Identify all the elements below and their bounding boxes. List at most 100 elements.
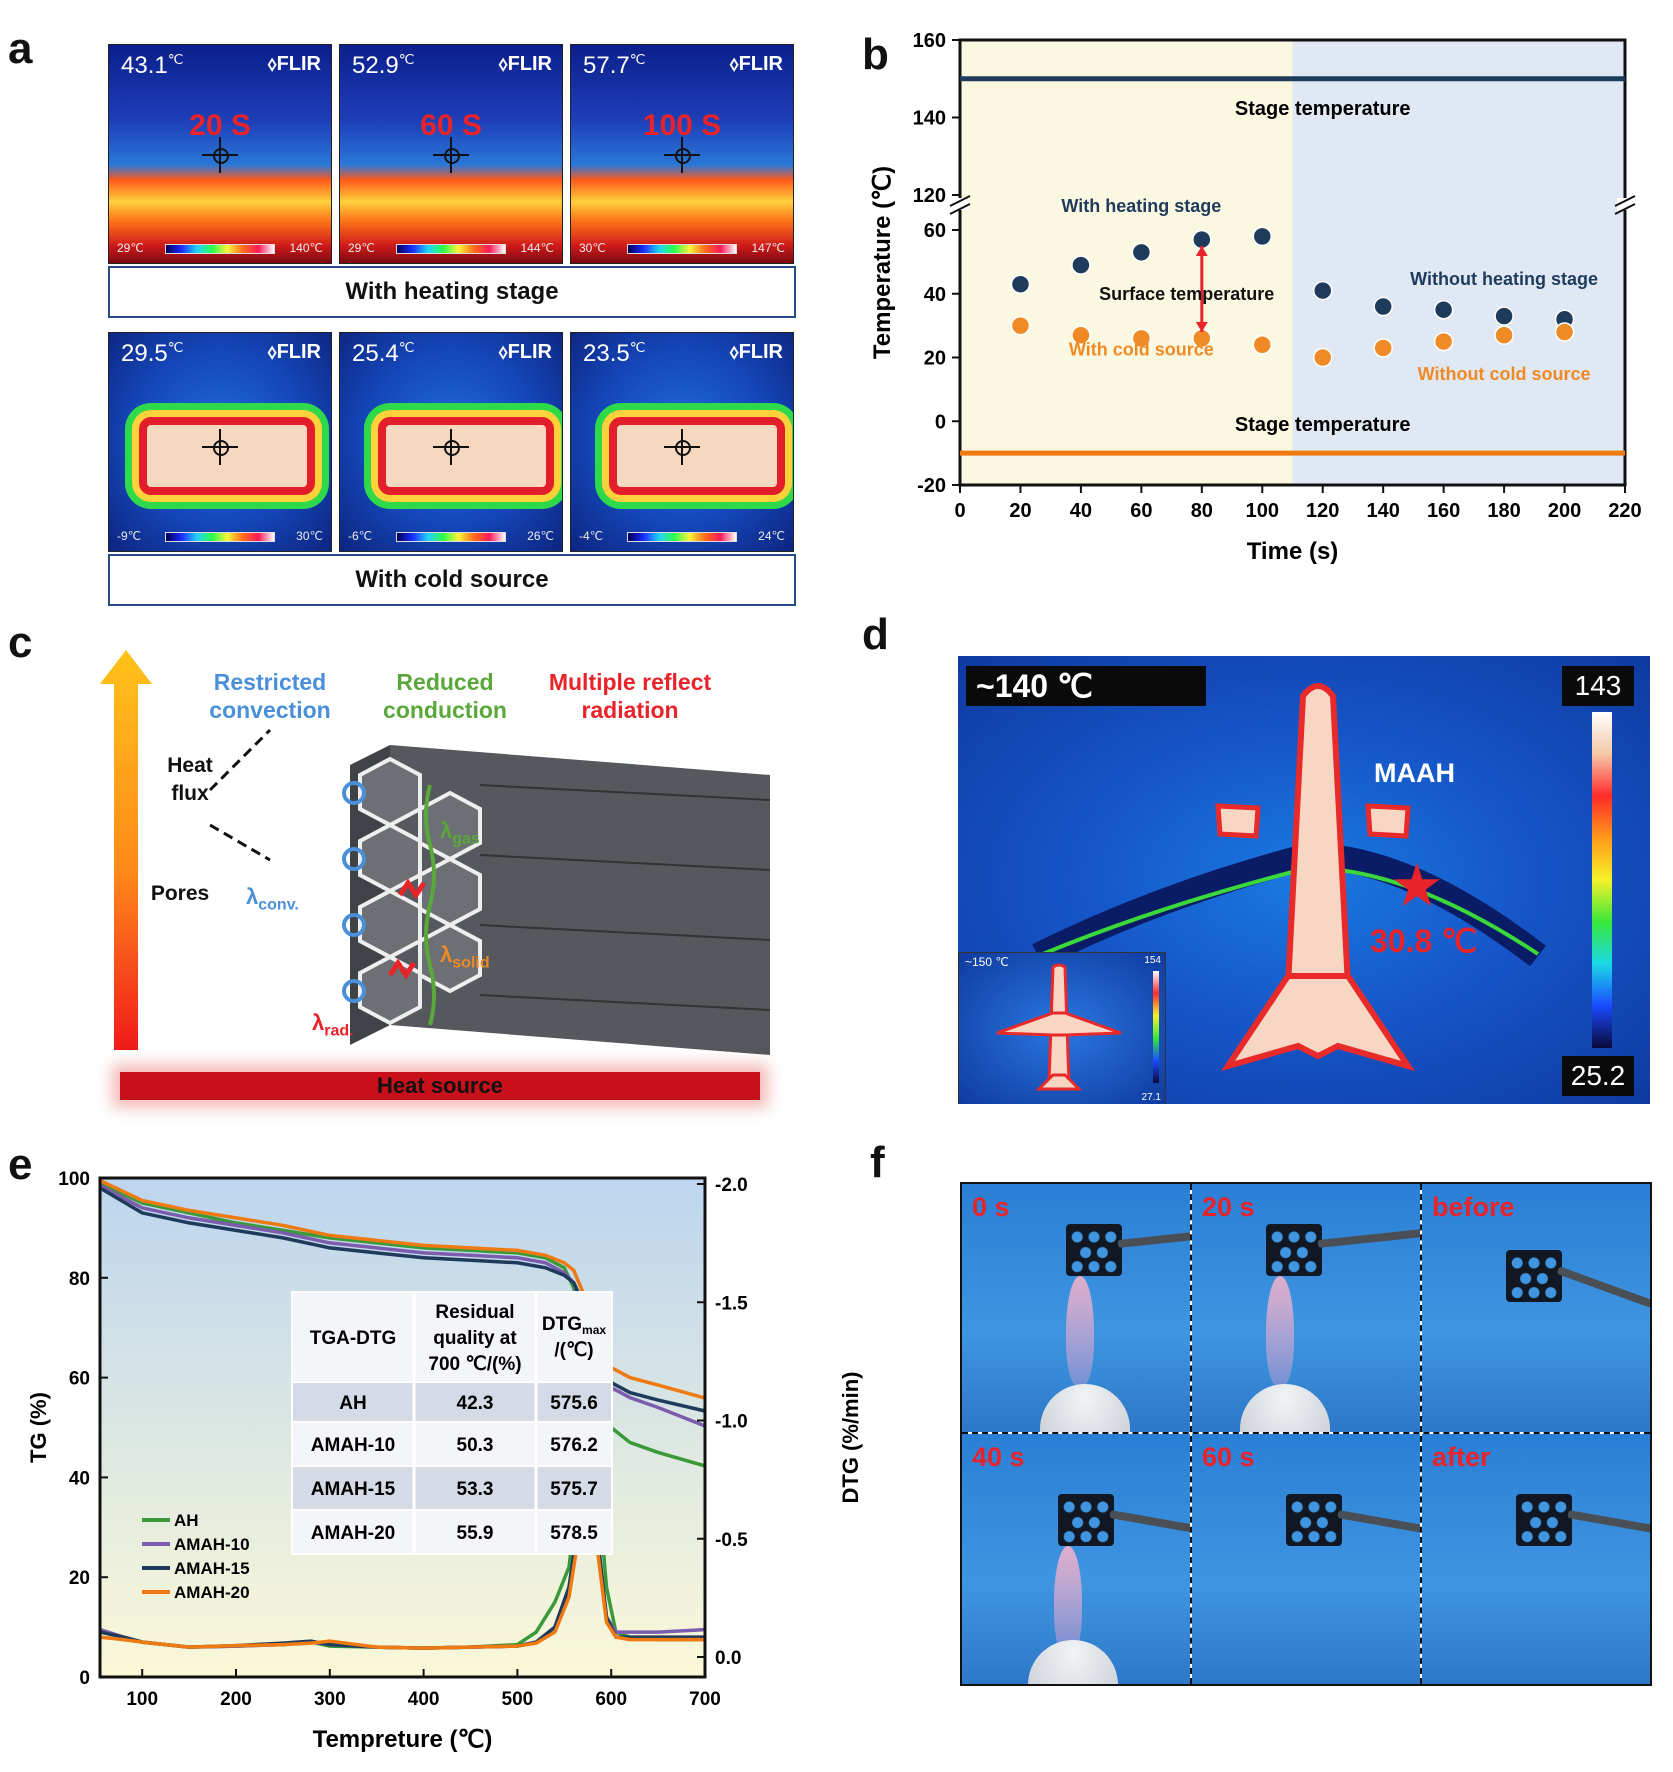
legend-label: AH xyxy=(174,1511,199,1530)
y2-tick-label: -1.0 xyxy=(715,1412,748,1433)
alcohol-lamp-icon xyxy=(1040,1384,1130,1432)
maah-label: MAAH xyxy=(1374,758,1455,788)
crosshair-icon xyxy=(433,429,469,465)
y-tick-label: 60 xyxy=(69,1369,90,1390)
burn-photo-0s: 0 s xyxy=(962,1184,1190,1432)
y2-axis-label: DTG (%/min) xyxy=(838,1372,863,1504)
table-header-cell: DTGmax xyxy=(542,1314,606,1337)
flame-icon xyxy=(1266,1276,1294,1386)
panel-letter-e: e xyxy=(8,1140,33,1189)
flir-logo: ⬨FLIR xyxy=(498,53,552,75)
x-tick-label: 180 xyxy=(1487,500,1520,522)
table-cell: AH xyxy=(339,1393,366,1414)
table-cell: 578.5 xyxy=(550,1523,598,1544)
divider-horizontal xyxy=(962,1432,1650,1434)
photo-label: 60 s xyxy=(1202,1442,1255,1472)
flir-logo: ⬨FLIR xyxy=(729,53,783,75)
heat-flux-label: Heat flux xyxy=(167,754,213,805)
cold-point xyxy=(1373,338,1393,358)
cold-point xyxy=(1131,328,1152,349)
flir-logo: ⬨FLIR xyxy=(729,341,783,363)
panel-letter-a: a xyxy=(8,24,33,73)
pores-arrow-up xyxy=(208,728,272,792)
plot-frame xyxy=(98,1176,707,1679)
y-tick-label: 80 xyxy=(69,1269,90,1290)
table-cell: 53.3 xyxy=(457,1479,494,1500)
heating-caption: With heating stage xyxy=(108,266,796,318)
pores-label: Pores xyxy=(150,882,210,905)
table-cell: 50.3 xyxy=(457,1435,494,1456)
tile-temp: 52.9℃ xyxy=(352,51,415,79)
sample-pad xyxy=(378,417,554,495)
x-tick-label: 160 xyxy=(1427,500,1460,522)
sample-icon xyxy=(1058,1494,1114,1546)
photo-label: after xyxy=(1432,1442,1491,1472)
y-tick-label: 60 xyxy=(924,220,946,242)
sample-icon xyxy=(1506,1250,1562,1302)
multiple-reflect-radiation-label: Multiple reflect radiation xyxy=(548,669,712,723)
table-cell: 55.9 xyxy=(457,1523,494,1544)
x-tick-label: 200 xyxy=(220,1689,252,1710)
divider-vertical-2 xyxy=(1420,1184,1422,1684)
tile-time: 100 S xyxy=(642,109,722,142)
x-tick-label: 200 xyxy=(1548,500,1581,522)
sample-icon xyxy=(1286,1494,1342,1546)
cold-point xyxy=(1252,335,1273,355)
flame-icon xyxy=(1066,1276,1094,1386)
burn-photo-before: before xyxy=(1422,1184,1650,1432)
flame-icon xyxy=(1054,1546,1082,1656)
lambda-rad-label: λrad. xyxy=(312,1010,354,1040)
tile-temp: 29.5℃ xyxy=(121,339,184,367)
dtg-curve xyxy=(99,1512,705,1650)
y-tick-label: 100 xyxy=(58,1169,90,1190)
burn-photo-60s: 60 s xyxy=(1192,1434,1420,1684)
x-tick-label: 400 xyxy=(408,1689,440,1710)
scale-min: 25.2 xyxy=(1562,1056,1634,1096)
y2-tick-label: -2.0 xyxy=(715,1175,748,1196)
x-tick-label: 220 xyxy=(1608,500,1641,522)
x-axis-label: Tempreture (℃) xyxy=(313,1726,493,1753)
heat-flux-arrow xyxy=(100,650,152,1050)
crosshair-icon xyxy=(433,137,469,173)
inset-airplane xyxy=(996,963,1122,1091)
panel-letter-f: f xyxy=(870,1138,885,1187)
x-tick-label: 60 xyxy=(1130,500,1152,522)
flir-logo: ⬨FLIR xyxy=(267,53,321,75)
heating-point xyxy=(1494,306,1514,326)
tile-temp: 23.5℃ xyxy=(583,339,646,367)
heating-point xyxy=(1010,274,1031,294)
table-cell: AMAH-15 xyxy=(311,1479,396,1500)
table-cell: 575.7 xyxy=(550,1479,598,1500)
tile-temp: 43.1℃ xyxy=(121,51,184,79)
heating-point xyxy=(1131,242,1152,263)
panel-letter-b: b xyxy=(862,30,889,79)
tweezer-icon xyxy=(1567,1510,1650,1534)
heating-point xyxy=(1433,299,1454,320)
photo-label: 0 s xyxy=(972,1192,1010,1222)
photo-label: 40 s xyxy=(972,1442,1025,1472)
reference-line-label: Stage temperature xyxy=(1235,414,1411,436)
crosshair-icon xyxy=(664,429,700,465)
panel-f-burn-test: 0 s 20 s before 40 s 60 s after xyxy=(960,1182,1652,1686)
y-axis-label: TG (%) xyxy=(26,1392,51,1463)
photo-label: before xyxy=(1432,1192,1515,1222)
table-cell: 576.2 xyxy=(550,1435,598,1456)
maah-star-icon: ★ xyxy=(1390,852,1444,919)
cold-caption: With cold source xyxy=(108,554,796,606)
heat-source-bar: Heat source xyxy=(120,1072,760,1100)
cold-point xyxy=(1433,331,1454,352)
table-header-cell: /(℃) xyxy=(554,1340,593,1361)
table-cell: AMAH-20 xyxy=(311,1523,395,1544)
crosshair-icon xyxy=(664,137,700,173)
tile-time: 60 S xyxy=(420,109,482,142)
x-tick-label: 80 xyxy=(1191,500,1213,522)
cold-point xyxy=(1312,347,1333,368)
lambda-gas-label: λgas xyxy=(440,818,480,848)
inset-scale-min: 27.1 xyxy=(1141,1092,1161,1103)
burn-photo-20s: 20 s xyxy=(1192,1184,1420,1432)
x-tick-label: 40 xyxy=(1070,500,1092,522)
